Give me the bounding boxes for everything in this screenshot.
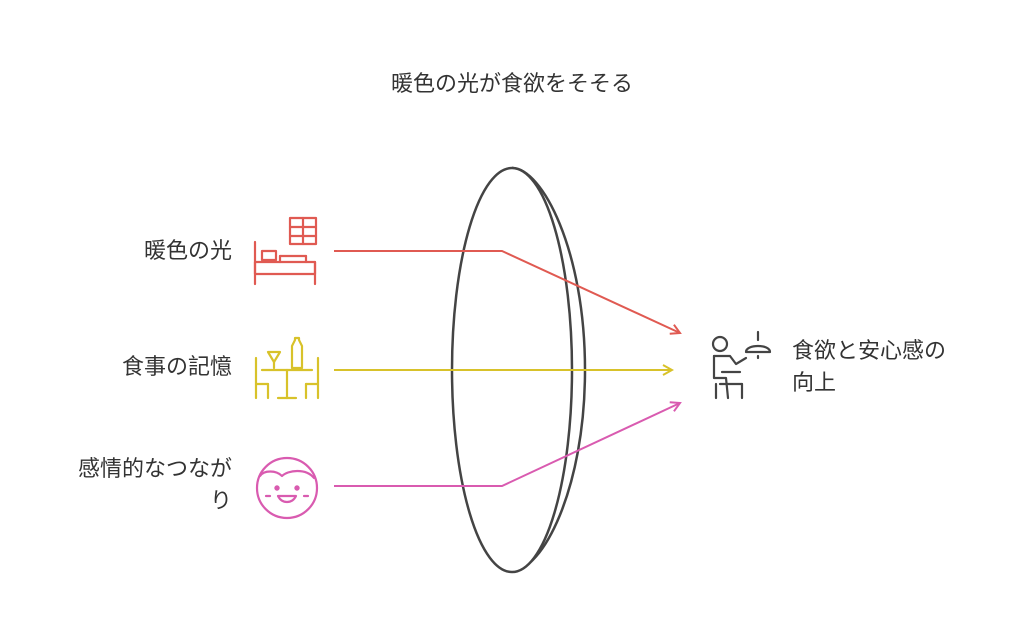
output-label: 食欲と安心感の 向上	[792, 336, 1012, 400]
output-label-line1: 食欲と安心感の	[792, 339, 947, 364]
input-label-emotional-connection: 感情的なつなが り	[20, 454, 232, 518]
smiling-face-icon	[255, 456, 319, 520]
arrow-emotional-connection	[334, 403, 680, 487]
output-label-line2: 向上	[792, 371, 837, 396]
arrow-warm-light	[334, 250, 680, 333]
person-eating-lamp-icon	[711, 330, 772, 400]
input-label-warm-light: 暖色の光	[143, 239, 232, 264]
input-label-emotional-connection-line2: り	[209, 489, 232, 514]
diagram-title: 暖色の光が食欲をそそる	[390, 72, 633, 97]
dining-table-icon	[254, 336, 320, 400]
input-label-meal-memory: 食事の記憶	[121, 355, 232, 380]
bed-window-icon	[253, 216, 318, 286]
input-label-emotional-connection-line1: 感情的なつなが	[77, 457, 232, 482]
